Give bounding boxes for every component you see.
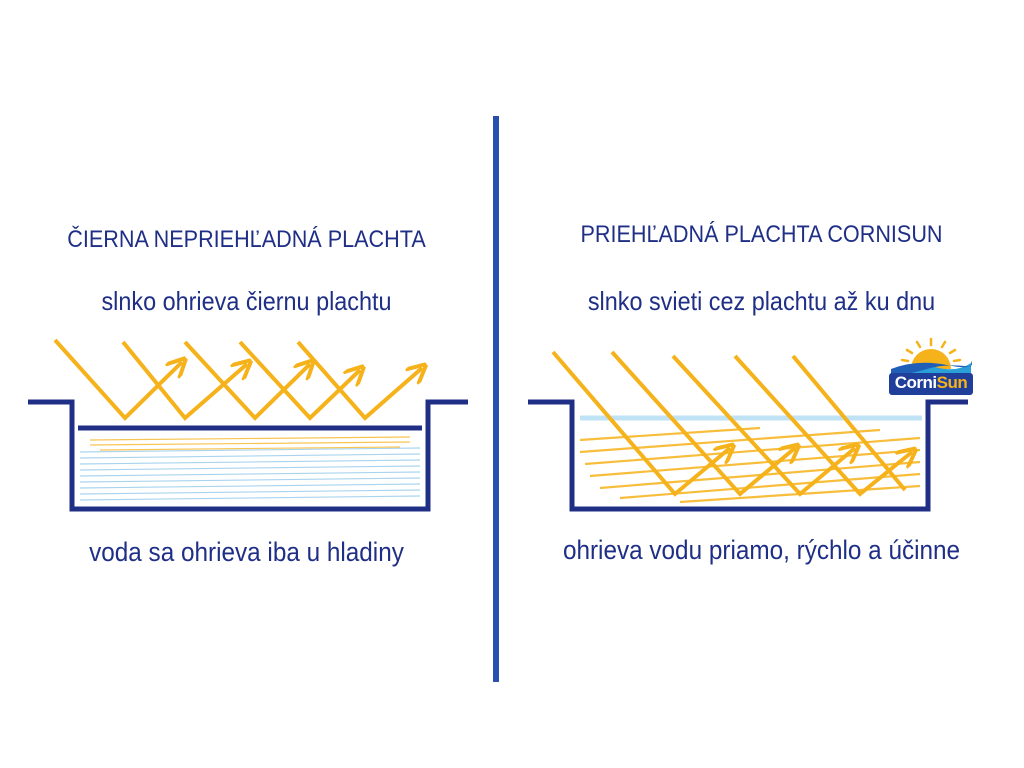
logo-wordmark: CorniSun [887,373,975,393]
right-title: PRIEHĽADNÁ PLACHTA CORNISUN [580,221,943,248]
left-caption: voda sa ohrieva iba u hladiny [89,537,404,567]
left-pool [28,399,468,512]
left-subtitle: slnko ohrieva čiernu plachtu [101,286,392,316]
right-pool-outline [528,399,968,512]
right-pool [528,399,968,512]
right-subtitle: slnko svieti cez plachtu až ku dnu [587,286,936,316]
left-water-lines [79,436,421,501]
right-penetrating-rays [551,350,912,497]
logo-sun-icon [887,331,975,397]
left-title: ČIERNA NEPRIEHĽADNÁ PLACHTA [67,226,426,253]
center-divider [493,116,499,682]
left-reflected-rays [53,338,422,421]
cornisun-logo: CorniSun [887,331,975,397]
right-caption: ohrieva vodu priamo, rýchlo a účinne [562,535,961,565]
left-pool-outline [28,399,468,512]
logo-wordmark-corni: Corni [894,373,937,392]
logo-wordmark-sun: Sun [936,373,968,392]
